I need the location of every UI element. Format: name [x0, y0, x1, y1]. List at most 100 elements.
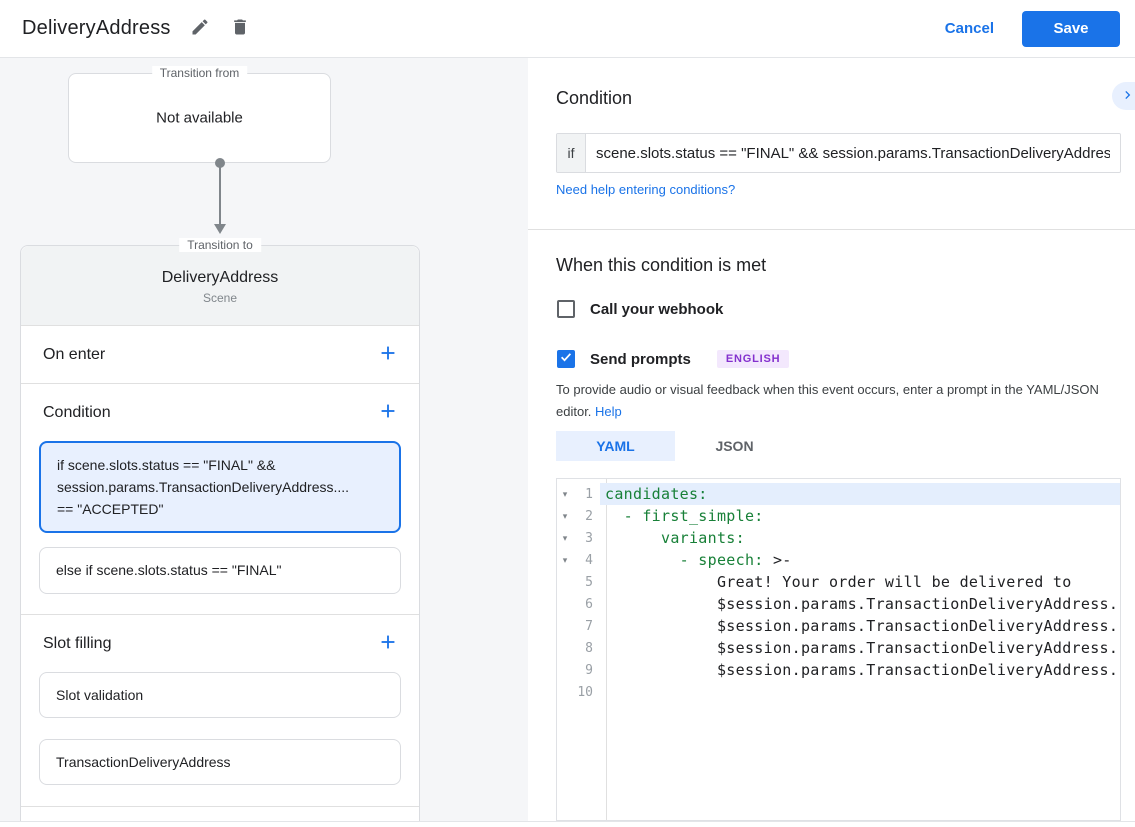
- condition-section: Condition: [21, 384, 419, 441]
- code-line: ▾ 2 - first_simple:: [557, 505, 1120, 527]
- fold-arrow-icon[interactable]: ▾: [562, 488, 568, 499]
- line-number: 9: [585, 662, 593, 678]
- condition-detail-panel: Condition if Need help entering conditio…: [528, 58, 1135, 821]
- editor-tabs: YAML JSON: [556, 431, 794, 461]
- send-prompts-label: Send prompts: [590, 350, 691, 368]
- code-line: ▾ 4 - speech: >-: [557, 549, 1120, 571]
- fold-arrow-icon[interactable]: ▾: [562, 554, 568, 565]
- prompts-description-text: To provide audio or visual feedback when…: [556, 382, 1099, 419]
- code-text: [600, 681, 1120, 703]
- spacer: [21, 731, 419, 739]
- top-bar: DeliveryAddress Cancel Save: [0, 0, 1135, 58]
- transition-arrow: [214, 158, 226, 238]
- pencil-icon: [190, 17, 210, 40]
- divider: [21, 383, 419, 384]
- add-slot-button[interactable]: [373, 629, 403, 659]
- code-line: ▾ 1 candidates:: [557, 483, 1120, 505]
- checkmark-icon: [559, 350, 573, 369]
- code-line: 5 Great! Your order will be delivered to: [557, 571, 1120, 593]
- trash-icon: [230, 17, 250, 40]
- line-number: 4: [585, 552, 593, 568]
- page-title: DeliveryAddress: [22, 17, 171, 39]
- yaml-code-editor[interactable]: ▾ 1 candidates: ▾ 2 - first_simple: ▾ 3 …: [556, 478, 1121, 821]
- scene-name: DeliveryAddress: [161, 269, 279, 286]
- code-text: - speech: >-: [605, 551, 792, 569]
- line-number: 3: [585, 530, 593, 546]
- slot-validation-card[interactable]: Slot validation: [39, 672, 401, 718]
- line-number: 7: [585, 618, 593, 634]
- transition-from-box: Transition from Not available: [68, 66, 331, 163]
- code-text: $session.params.TransactionDeliveryAddre…: [605, 595, 1119, 613]
- add-condition-button[interactable]: [373, 398, 403, 428]
- collapse-panel-button[interactable]: [1112, 82, 1135, 110]
- code-line: 10: [557, 681, 1120, 703]
- slot-filling-label: Slot filling: [43, 634, 112, 652]
- line-number: 6: [585, 596, 593, 612]
- save-button[interactable]: Save: [1022, 10, 1120, 47]
- webhook-option-row: Call your webhook: [557, 300, 723, 318]
- code-text: Great! Your order will be delivered to: [605, 573, 1072, 591]
- condition-expression-input[interactable]: [586, 134, 1120, 172]
- plus-icon: [377, 631, 399, 656]
- plus-icon: [377, 400, 399, 425]
- arrow-head-icon: [214, 224, 226, 234]
- send-prompts-option-row: Send prompts ENGLISH: [557, 350, 790, 368]
- code-text: variants:: [605, 529, 745, 547]
- code-rows: ▾ 1 candidates: ▾ 2 - first_simple: ▾ 3 …: [557, 483, 1120, 703]
- fold-arrow-icon[interactable]: ▾: [562, 532, 568, 543]
- code-text: candidates:: [600, 483, 1120, 505]
- gutter-separator: [606, 479, 607, 820]
- language-badge: ENGLISH: [716, 350, 790, 368]
- line-number: 2: [585, 508, 593, 524]
- code-line: 9 $session.params.TransactionDeliveryAdd…: [557, 659, 1120, 681]
- topbar-actions: Cancel Save: [944, 10, 1135, 47]
- code-text: $session.params.TransactionDeliveryAddre…: [605, 617, 1119, 635]
- diagram-panel: Transition from Not available Transition…: [0, 58, 528, 827]
- slot-filling-section: Slot filling: [21, 615, 419, 672]
- tab-json[interactable]: JSON: [675, 431, 794, 461]
- arrow-line: [219, 164, 221, 226]
- arrow-dot: [215, 158, 225, 168]
- add-on-enter-button[interactable]: [373, 340, 403, 370]
- code-line: 7 $session.params.TransactionDeliveryAdd…: [557, 615, 1120, 637]
- divider: [528, 229, 1135, 230]
- fold-arrow-icon[interactable]: ▾: [562, 510, 568, 521]
- condition-card-else[interactable]: else if scene.slots.status == "FINAL": [39, 547, 401, 594]
- chevron-right-icon: [1120, 87, 1135, 106]
- condition-section-label: Condition: [43, 403, 111, 421]
- divider: [21, 614, 419, 615]
- scene-card: Transition to DeliveryAddress Scene On e…: [20, 238, 420, 827]
- edit-title-button[interactable]: [183, 12, 217, 46]
- call-webhook-label: Call your webhook: [590, 300, 724, 318]
- code-text: - first_simple:: [605, 507, 764, 525]
- scene-type-label: Scene: [202, 291, 238, 305]
- conditions-help-link[interactable]: Need help entering conditions?: [556, 182, 736, 197]
- prompts-help-link[interactable]: Help: [595, 404, 622, 419]
- on-enter-section: On enter: [21, 326, 419, 383]
- condition-met-title: When this condition is met: [556, 255, 767, 275]
- code-text: $session.params.TransactionDeliveryAddre…: [605, 661, 1119, 679]
- spacer: [21, 798, 419, 806]
- line-number: 10: [577, 684, 593, 700]
- line-number: 5: [585, 574, 593, 590]
- condition-title: Condition: [556, 88, 633, 108]
- condition-expression-field: if: [556, 133, 1121, 173]
- slot-parameter-card[interactable]: TransactionDeliveryAddress: [39, 739, 401, 785]
- call-webhook-checkbox[interactable]: [557, 300, 575, 318]
- on-enter-label: On enter: [43, 345, 106, 363]
- transition-from-legend: Transition from: [151, 66, 248, 80]
- prompts-description: To provide audio or visual feedback when…: [556, 379, 1122, 423]
- condition-card-selected[interactable]: if scene.slots.status == "FINAL" && sess…: [39, 441, 401, 533]
- transition-from-value: Not available: [156, 109, 243, 127]
- send-prompts-checkbox[interactable]: [557, 350, 575, 368]
- code-text: $session.params.TransactionDeliveryAddre…: [605, 639, 1119, 657]
- divider: [21, 806, 419, 807]
- tab-yaml[interactable]: YAML: [556, 431, 675, 461]
- cancel-button[interactable]: Cancel: [944, 20, 994, 37]
- transition-to-legend: Transition to: [179, 238, 261, 252]
- line-number: 8: [585, 640, 593, 656]
- code-line: 8 $session.params.TransactionDeliveryAdd…: [557, 637, 1120, 659]
- delete-scene-button[interactable]: [223, 12, 257, 46]
- line-number: 1: [585, 486, 593, 502]
